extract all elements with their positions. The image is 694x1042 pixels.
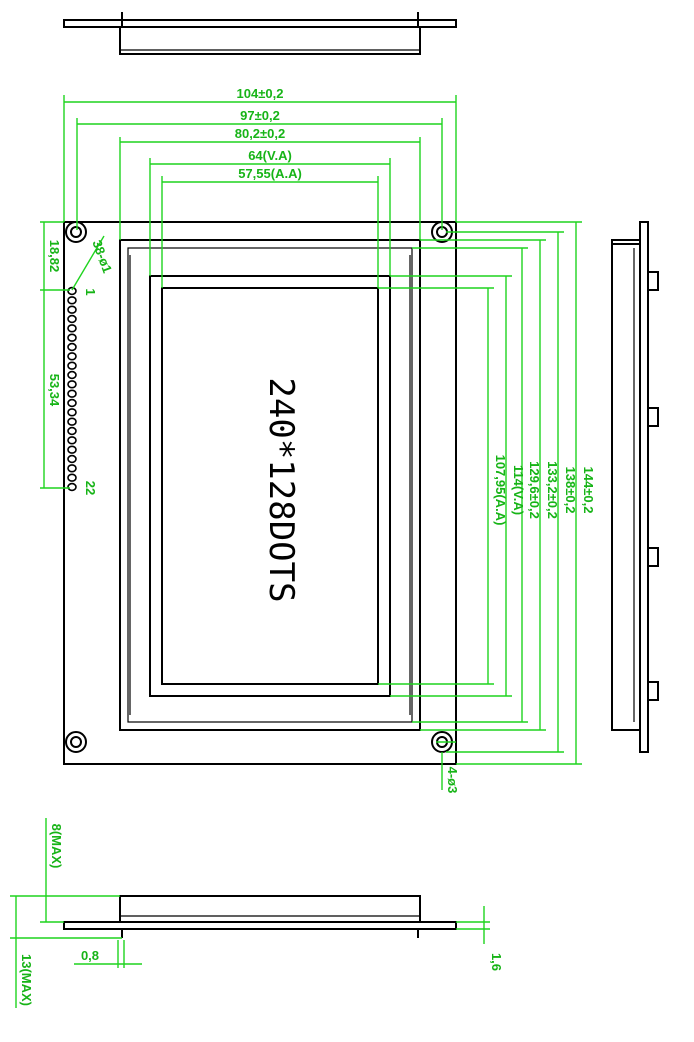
pin-4	[67, 314, 77, 324]
dim-width-va: 64(V.A)	[248, 148, 292, 163]
bottom-side-view: 8(MAX) 13(MAX) 0,8 1,6	[10, 818, 504, 1008]
pin-16	[67, 426, 77, 436]
dim-height-inner: 129,6±0,2	[527, 461, 542, 519]
pin-13	[67, 398, 77, 408]
dim-width-aa: 57,55(A.A)	[238, 166, 302, 181]
bezel-outline	[119, 239, 421, 731]
pcb-outline	[63, 221, 457, 765]
pin-15	[67, 417, 77, 426]
front-view: 240*128DOTS	[63, 221, 457, 765]
bottom-bezel	[119, 895, 421, 923]
dim-pcb-gap: 0,8	[81, 948, 99, 963]
dim-pin-offset: 18,82	[47, 240, 62, 273]
dim-pcb-thickness: 1,6	[489, 953, 504, 971]
pin-dimensions: 18,82 53,34 38-ø1 1 22	[40, 221, 115, 495]
viewing-area	[149, 275, 391, 697]
display-resolution-text: 240*128DOTS	[261, 377, 301, 602]
pin-8	[67, 352, 77, 361]
dim-height-aa: 107,95(A.A)	[493, 455, 508, 526]
top-bezel-edge	[119, 26, 421, 55]
mounting-hole-bl	[65, 731, 87, 753]
pin-1	[67, 286, 77, 296]
dim-width-hole-pitch: 97±0,2	[240, 108, 280, 123]
dim-height-va: 114(V.A)	[511, 465, 526, 515]
pin-22	[67, 482, 77, 492]
dim-pin-span: 53,34	[47, 374, 62, 407]
dim-thickness-top: 8(MAX)	[49, 824, 64, 869]
height-dimensions: 144±0,2 138±0,2 133,2±0,2 129,6±0,2 114(…	[378, 221, 596, 794]
active-area	[161, 287, 379, 685]
pin-12	[67, 389, 77, 398]
bezel-inner	[127, 247, 413, 723]
dim-height-bezel: 133,2±0,2	[545, 461, 560, 519]
pin-first-label: 1	[83, 288, 98, 295]
dim-height-overall: 144±0,2	[581, 467, 596, 514]
right-side-view	[611, 221, 659, 753]
top-edge-view	[63, 12, 457, 55]
pin-10	[67, 370, 77, 380]
pin-header	[67, 286, 77, 492]
pin-21	[67, 473, 77, 482]
pin-6	[67, 333, 77, 342]
dim-width-bezel: 80,2±0,2	[235, 126, 286, 141]
pin-9	[67, 361, 77, 370]
pin-19	[67, 454, 77, 464]
side-pcb	[639, 221, 649, 753]
dim-hole-spec: 4-ø3	[445, 767, 460, 794]
mounting-hole-tl	[65, 221, 87, 243]
dim-pin-pitch: 38-ø1	[89, 238, 115, 275]
pin-last-label: 22	[83, 481, 98, 495]
pin-11	[67, 380, 77, 389]
dim-thickness-total: 13(MAX)	[19, 954, 34, 1006]
pin-14	[67, 408, 77, 417]
pin-17	[67, 436, 77, 445]
dim-height-hole-pitch: 138±0,2	[563, 467, 578, 514]
pin-18	[67, 445, 77, 454]
pin-5	[67, 324, 77, 333]
pin-2	[67, 296, 77, 305]
dim-width-overall: 104±0,2	[237, 86, 284, 101]
pin-20	[67, 464, 77, 473]
width-dimensions: 104±0,2 97±0,2 80,2±0,2 64(V.A) 57,55(A.…	[63, 86, 457, 288]
side-bezel	[611, 239, 641, 731]
pin-7	[67, 342, 77, 352]
pin-3	[67, 305, 77, 314]
bottom-pcb	[63, 921, 457, 930]
